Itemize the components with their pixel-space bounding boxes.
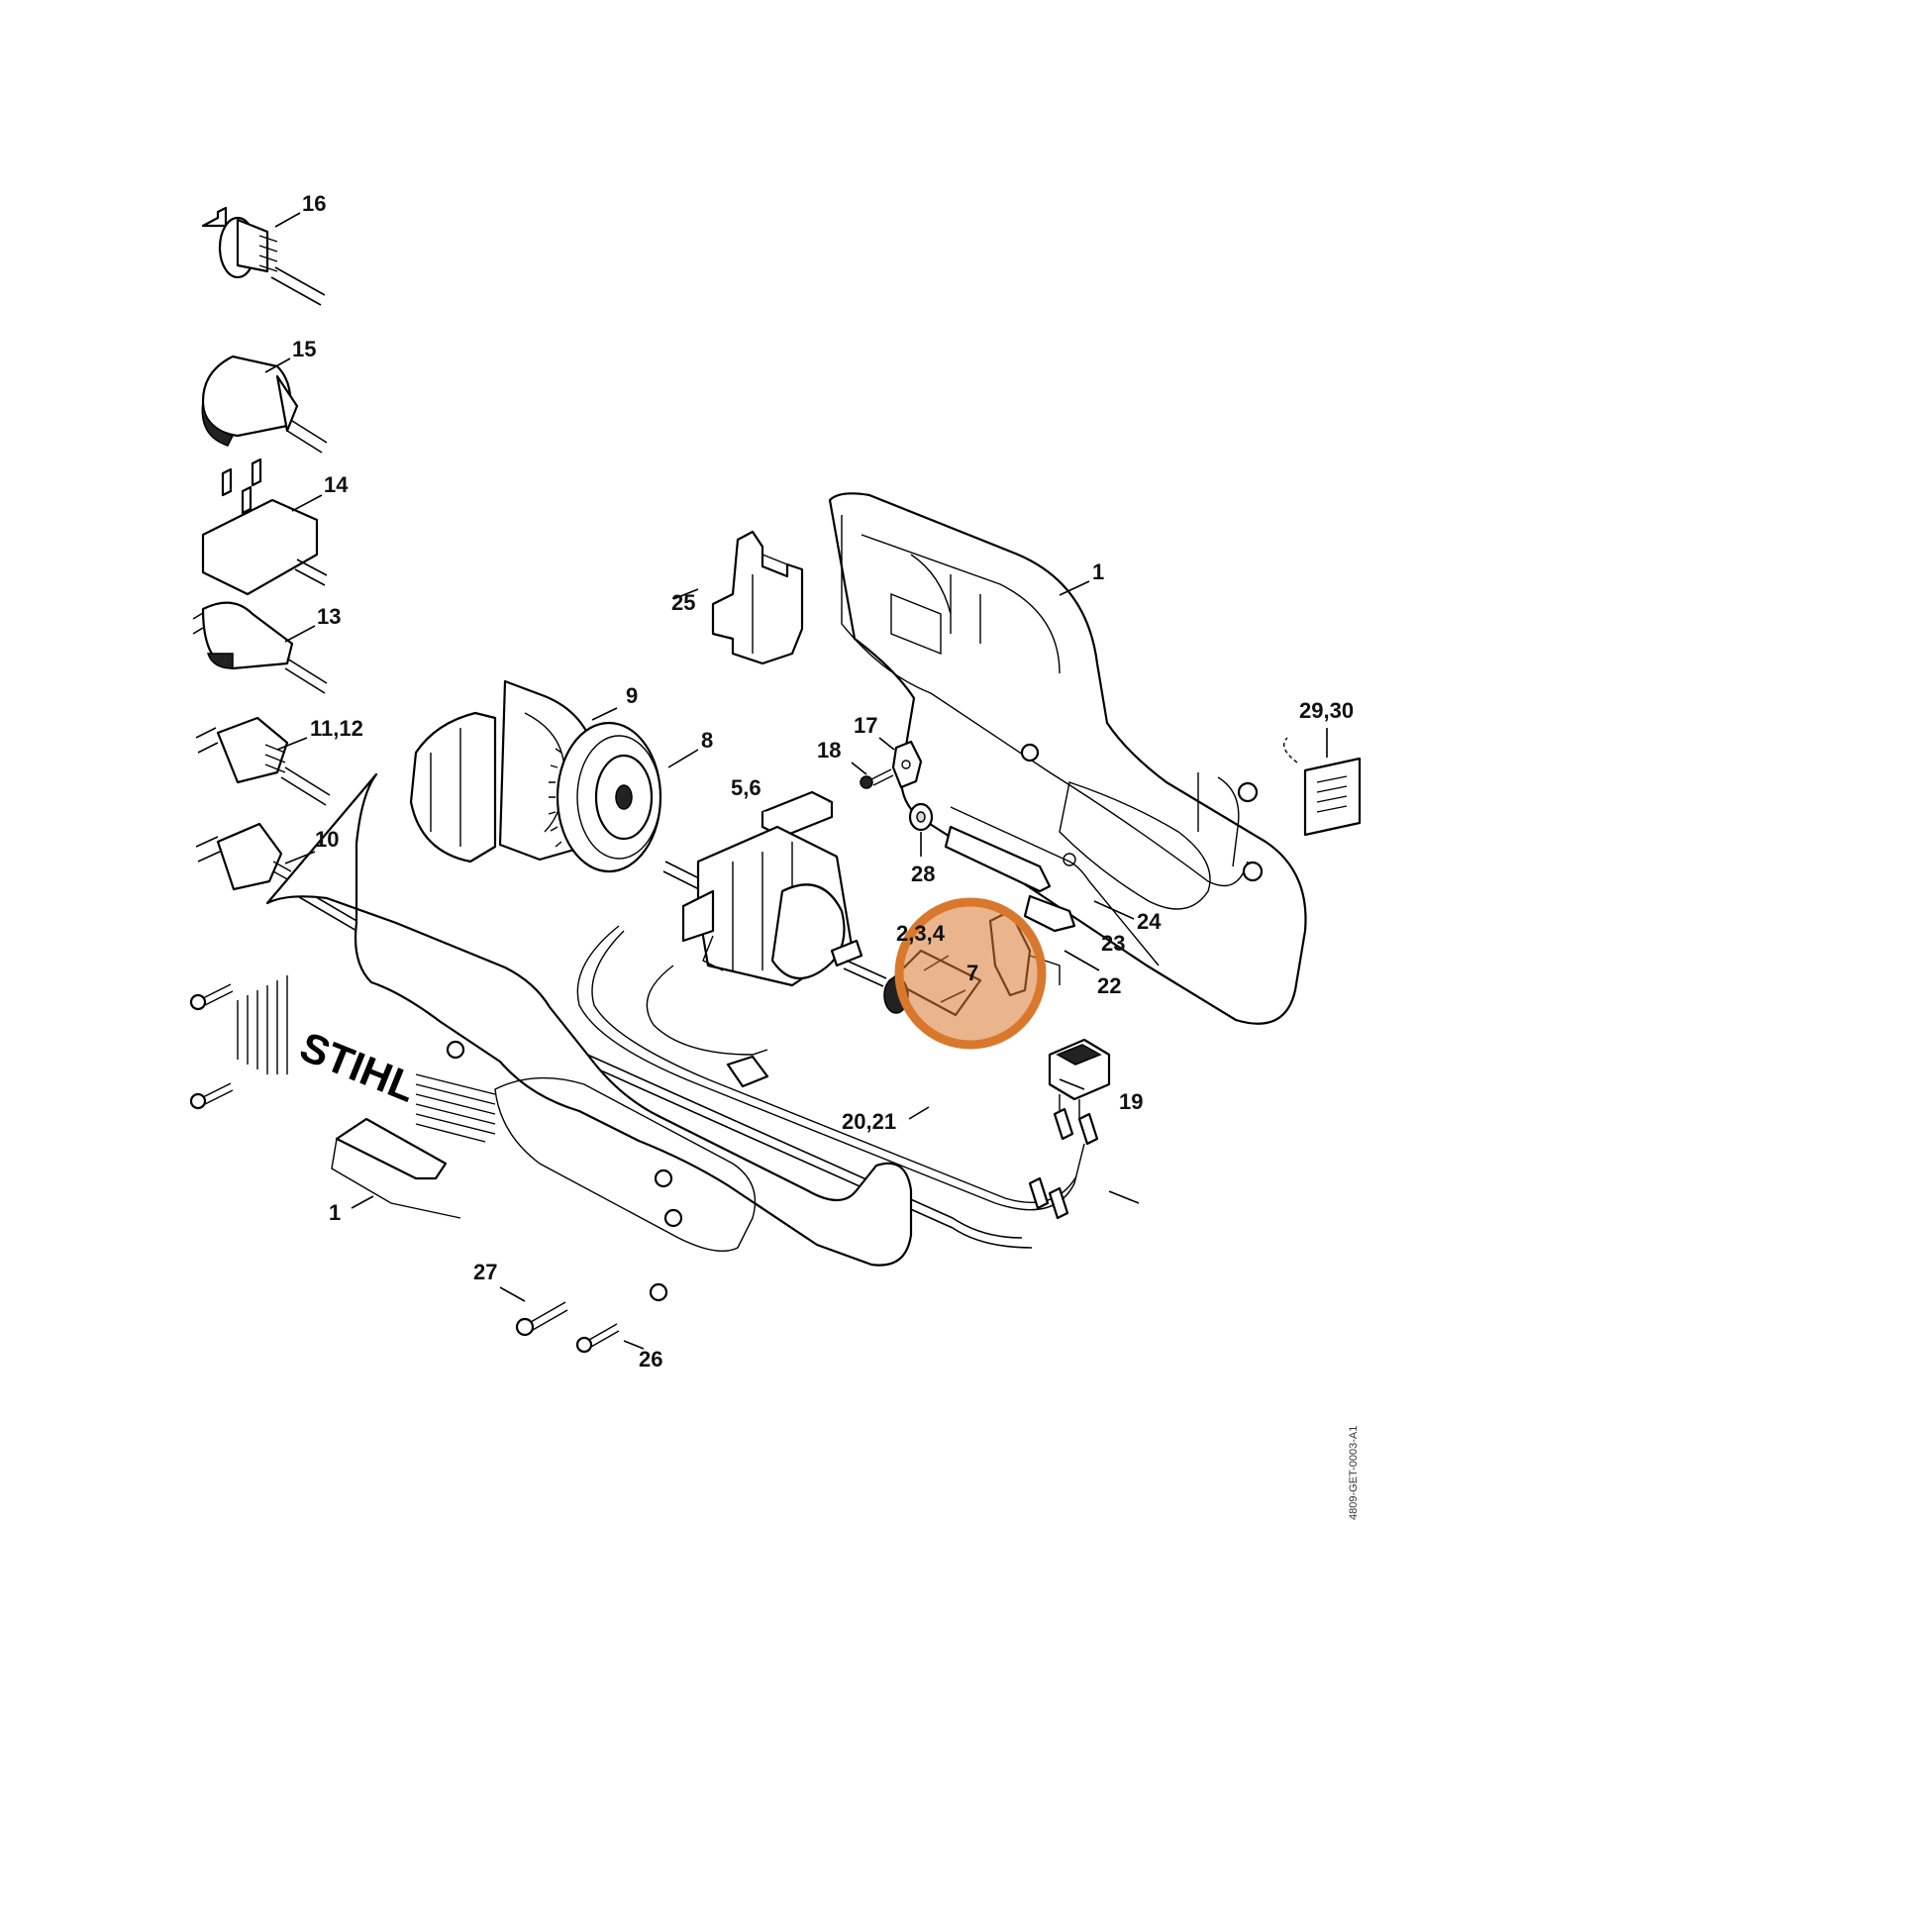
plug-11-12 bbox=[195, 716, 331, 806]
label-23: 23 bbox=[1101, 931, 1125, 956]
label-plate-29-30 bbox=[1283, 737, 1362, 837]
label-28: 28 bbox=[911, 862, 935, 886]
part-labels: 16 15 14 13 11,12 10 9 8 25 1 29,30 17 1… bbox=[292, 191, 1360, 1520]
motor-2-3-4 bbox=[662, 825, 887, 987]
washer-28 bbox=[908, 802, 934, 832]
screw-left-b bbox=[189, 1082, 234, 1110]
brand-logo: STIHL bbox=[294, 1023, 423, 1111]
screw-26 bbox=[575, 1323, 620, 1354]
plug-15 bbox=[201, 355, 328, 454]
plug-14 bbox=[201, 458, 328, 596]
label-1-bottom: 1 bbox=[329, 1200, 341, 1225]
label-11-12: 11,12 bbox=[310, 716, 363, 741]
label-20-21: 20,21 bbox=[842, 1109, 896, 1134]
label-1-top: 1 bbox=[1092, 559, 1104, 584]
label-26: 26 bbox=[639, 1347, 662, 1372]
leader-lines bbox=[264, 212, 1328, 1350]
screw-18 bbox=[860, 768, 894, 789]
rocker-switch-19 bbox=[1028, 1038, 1111, 1220]
fan-wheel-8 bbox=[548, 721, 662, 873]
drawing-code: 4809-GET-0003-A1 bbox=[1348, 1426, 1360, 1520]
label-5-6: 5,6 bbox=[731, 775, 761, 800]
label-9: 9 bbox=[626, 683, 638, 708]
label-22: 22 bbox=[1097, 973, 1121, 998]
label-17: 17 bbox=[854, 713, 877, 738]
screw-left-a bbox=[189, 983, 234, 1011]
highlight-ring bbox=[894, 897, 1047, 1050]
plug-13 bbox=[192, 601, 328, 694]
switch-rod-24 bbox=[944, 806, 1160, 966]
cover-part-25 bbox=[711, 530, 804, 665]
label-25: 25 bbox=[671, 590, 695, 615]
label-2-3-4: 2,3,4 bbox=[896, 921, 946, 946]
plug-16 bbox=[201, 206, 326, 306]
label-19: 19 bbox=[1119, 1089, 1143, 1114]
clip-17 bbox=[891, 740, 923, 789]
label-18: 18 bbox=[817, 738, 841, 763]
switch-23 bbox=[1023, 894, 1076, 933]
label-27: 27 bbox=[473, 1260, 497, 1284]
label-8: 8 bbox=[701, 728, 713, 753]
screw-27 bbox=[515, 1301, 568, 1337]
label-10: 10 bbox=[315, 827, 339, 852]
label-7: 7 bbox=[966, 961, 978, 985]
label-14: 14 bbox=[324, 472, 349, 497]
label-13: 13 bbox=[317, 604, 341, 629]
label-16: 16 bbox=[302, 191, 326, 216]
label-24: 24 bbox=[1137, 909, 1162, 934]
label-15: 15 bbox=[292, 337, 316, 361]
label-29-30: 29,30 bbox=[1299, 698, 1354, 723]
